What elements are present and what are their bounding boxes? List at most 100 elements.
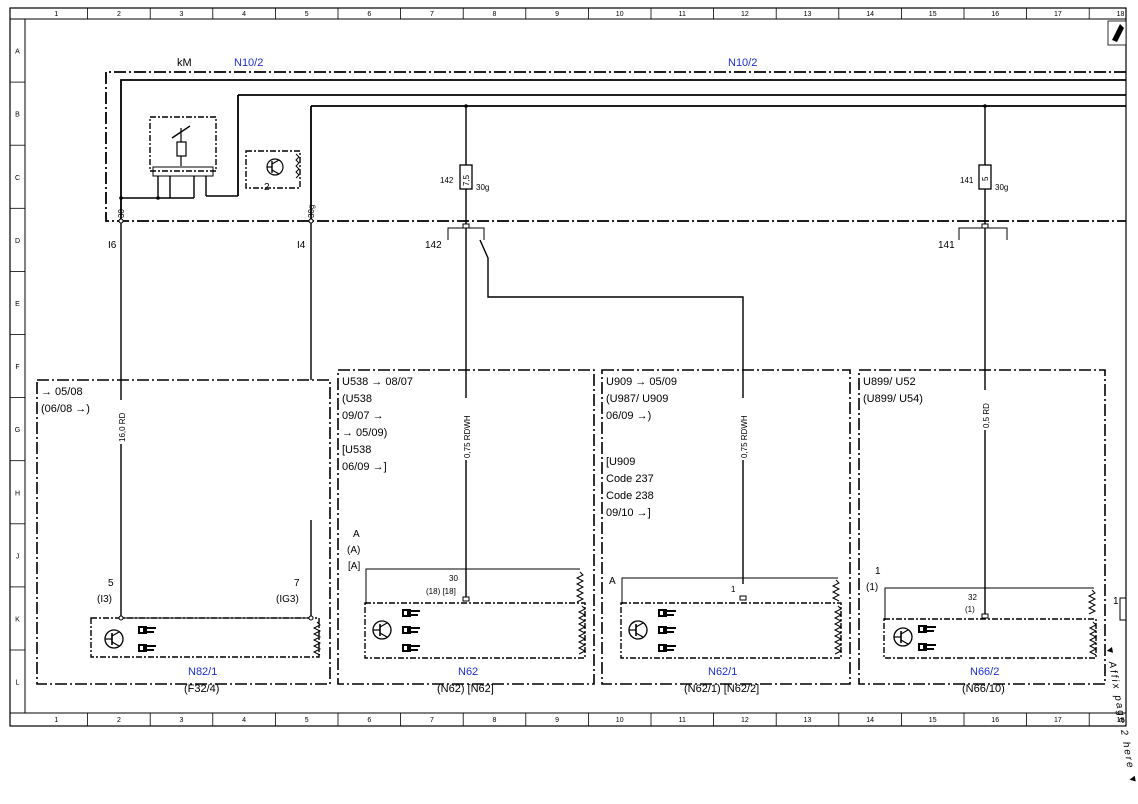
connector-icon bbox=[402, 626, 420, 634]
column-label: 3 bbox=[180, 11, 184, 18]
svg-text:(I3): (I3) bbox=[97, 594, 112, 605]
column-label: 14 bbox=[866, 717, 874, 724]
row-label: F bbox=[15, 364, 19, 371]
svg-text:06/09 →]: 06/09 →] bbox=[342, 461, 387, 473]
column-label: 13 bbox=[804, 11, 812, 18]
svg-text:(06/08 →): (06/08 →) bbox=[41, 403, 90, 415]
corner-mark bbox=[1107, 20, 1127, 46]
wire-spec-3: 0,75 RDWH bbox=[738, 398, 749, 460]
svg-text:1: 1 bbox=[731, 585, 736, 594]
zigzag bbox=[577, 605, 587, 655]
connector-icon bbox=[658, 609, 676, 617]
zigzag bbox=[833, 605, 843, 655]
svg-text:Code 238: Code 238 bbox=[606, 490, 654, 502]
svg-text:06/09 →): 06/09 →) bbox=[606, 410, 651, 422]
transistor-module: 2 bbox=[245, 150, 301, 193]
svg-text:(1): (1) bbox=[866, 582, 878, 593]
column-label: 4 bbox=[242, 717, 246, 724]
column-label: 2 bbox=[117, 717, 121, 724]
svg-text:16,0 RD: 16,0 RD bbox=[118, 412, 127, 442]
svg-text:U909 → 05/09: U909 → 05/09 bbox=[606, 376, 677, 388]
svg-text:→ 05/08: → 05/08 bbox=[41, 386, 83, 398]
fuse-142: 142 7,5 30g bbox=[440, 104, 489, 226]
svg-text:09/10 →]: 09/10 →] bbox=[606, 507, 651, 519]
component-n82-1-label: N82/1 bbox=[188, 666, 217, 678]
column-label: 11 bbox=[679, 717, 686, 724]
column-label: 10 bbox=[616, 11, 624, 18]
connector-icon bbox=[402, 644, 420, 652]
column-label: 17 bbox=[1054, 717, 1062, 724]
column-label: 9 bbox=[555, 717, 559, 724]
column-label: 2 bbox=[117, 11, 121, 18]
component-n66-2: U899/ U52 (U899/ U54) 1 (1) 32 (1) N66/2… bbox=[858, 369, 1106, 695]
column-label: 14 bbox=[866, 11, 874, 18]
row-label: B bbox=[15, 112, 20, 119]
row-label: G bbox=[15, 427, 20, 434]
svg-text:(IG3): (IG3) bbox=[276, 594, 299, 605]
svg-text:U899/ U52: U899/ U52 bbox=[863, 376, 916, 388]
column-label: 15 bbox=[929, 11, 937, 18]
column-label: 11 bbox=[679, 11, 686, 18]
svg-text:1: 1 bbox=[875, 566, 881, 577]
column-label: 1 bbox=[54, 11, 58, 18]
column-label: 8 bbox=[493, 717, 497, 724]
connector-icon bbox=[658, 626, 676, 634]
wire-spec-1: 16,0 RD bbox=[116, 400, 127, 444]
component-n66-2-label: N66/2 bbox=[970, 666, 999, 678]
column-label: 16 bbox=[991, 11, 999, 18]
row-label: K bbox=[15, 616, 20, 623]
column-label: 4 bbox=[242, 11, 246, 18]
splice-142-label: 142 bbox=[425, 240, 442, 251]
svg-text:[A]: [A] bbox=[348, 561, 360, 572]
connector-icon bbox=[918, 625, 936, 633]
component-n62-1-label: N62/1 bbox=[708, 666, 737, 678]
svg-text:32: 32 bbox=[968, 593, 977, 602]
fuse-141-number: 141 bbox=[960, 176, 974, 185]
component-n62: U538 → 08/07 (U538 09/07 → → 05/09) [U53… bbox=[337, 369, 595, 695]
svg-text:(1): (1) bbox=[965, 605, 975, 614]
transistor-icon bbox=[628, 620, 648, 640]
column-label: 12 bbox=[741, 717, 749, 724]
svg-text:0,5 RD: 0,5 RD bbox=[982, 403, 991, 428]
svg-text:(F32/4): (F32/4) bbox=[184, 683, 219, 695]
column-label: 8 bbox=[493, 11, 497, 18]
column-label: 17 bbox=[1054, 11, 1062, 18]
svg-text:(N62) [N62]: (N62) [N62] bbox=[437, 683, 494, 695]
svg-text:(A): (A) bbox=[347, 545, 360, 556]
svg-text:(18) [18]: (18) [18] bbox=[426, 587, 456, 596]
wire-ref-i6: I6 bbox=[108, 240, 117, 251]
edge-connector: 1 bbox=[1113, 596, 1126, 621]
svg-text:A: A bbox=[353, 529, 360, 540]
column-label: 12 bbox=[741, 11, 749, 18]
column-ruler: 1122334455667788991010111112121313141415… bbox=[54, 8, 1124, 726]
column-label: 1 bbox=[54, 717, 58, 724]
wire-ref-i4: I4 bbox=[297, 240, 306, 251]
svg-text:→ 05/09): → 05/09) bbox=[342, 427, 387, 439]
km-label: kM bbox=[177, 57, 192, 69]
svg-text:(N66/10): (N66/10) bbox=[962, 683, 1005, 695]
svg-text:5: 5 bbox=[108, 578, 114, 589]
row-label: A bbox=[15, 49, 20, 56]
wire-spec-2: 0,75 RDWH bbox=[461, 398, 472, 460]
column-label: 3 bbox=[180, 717, 184, 724]
column-label: 18 bbox=[1117, 717, 1125, 724]
fuse-141: 141 5 30g bbox=[960, 104, 1008, 226]
row-label: D bbox=[15, 238, 20, 245]
zigzag bbox=[1088, 621, 1098, 656]
internal-symbols bbox=[104, 571, 1098, 656]
column-label: 6 bbox=[367, 717, 371, 724]
row-label: C bbox=[15, 175, 20, 182]
svg-text:30: 30 bbox=[449, 574, 458, 583]
svg-text:(U899/ U54): (U899/ U54) bbox=[863, 393, 923, 405]
wire-spec-4: 0,5 RD bbox=[980, 390, 991, 430]
row-label: H bbox=[15, 490, 20, 497]
component-n62-1: U909 → 05/09 (U987/ U909 06/09 →) [U909 … bbox=[601, 369, 851, 695]
svg-text:09/07 →: 09/07 → bbox=[342, 410, 384, 422]
column-label: 5 bbox=[305, 717, 309, 724]
connector-icon bbox=[138, 644, 156, 652]
column-label: 10 bbox=[616, 717, 624, 724]
connector-icon bbox=[402, 609, 420, 617]
svg-text:[U909: [U909 bbox=[606, 456, 635, 468]
column-label: 18 bbox=[1117, 11, 1125, 18]
